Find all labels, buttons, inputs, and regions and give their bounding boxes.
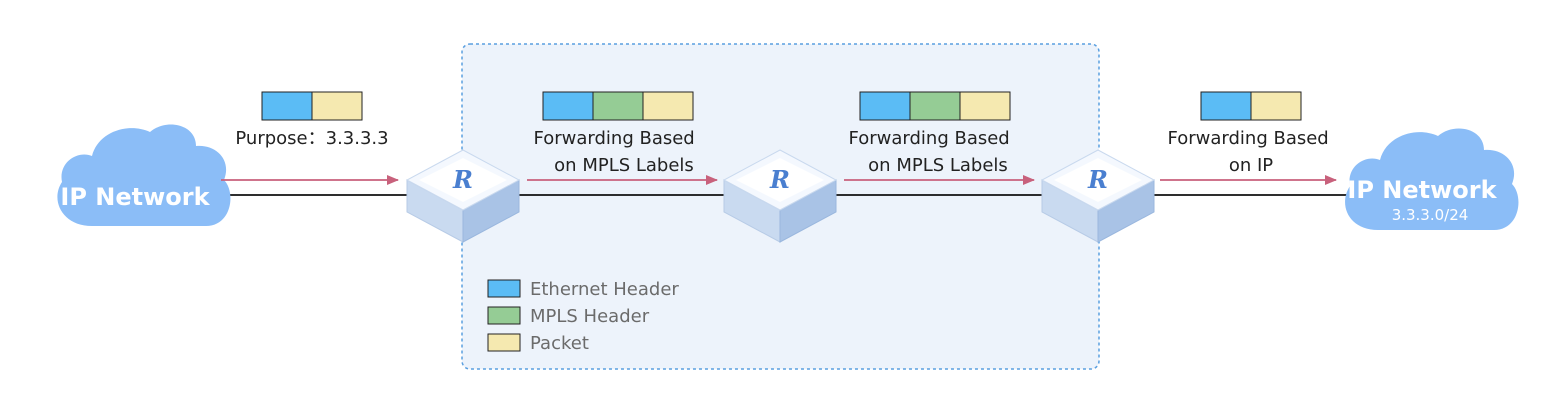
segment-1-label-line-1: Purpose：3.3.3.3	[235, 128, 388, 149]
legend-swatch-mpls	[487, 306, 521, 325]
segment-3-label: Forwarding Based on MPLS Labels	[849, 128, 1016, 176]
legend-swatch-packet	[487, 333, 521, 352]
packet-3-packet-cell	[959, 91, 1011, 121]
ip-network-cloud-left: IP Network	[57, 124, 231, 226]
legend-label-packet: Packet	[530, 333, 589, 354]
cloud-right-title: IP Network	[1347, 176, 1497, 204]
router-1-label: R	[452, 165, 473, 194]
packet-2-ethernet-cell	[542, 91, 594, 121]
cloud-left-title: IP Network	[60, 183, 210, 211]
router-2: R	[722, 149, 838, 243]
packet-2-mpls-cell	[592, 91, 644, 121]
packet-3-ethernet-cell	[859, 91, 911, 121]
router-3: R	[1040, 149, 1156, 243]
packet-4	[1200, 91, 1302, 121]
cloud-right-subnet: 3.3.3.0/24	[1392, 206, 1469, 224]
legend-label-ethernet: Ethernet Header	[530, 279, 679, 300]
packet-4-ethernet-cell	[1200, 91, 1252, 121]
router-2-label: R	[769, 165, 790, 194]
segment-4-label: Forwarding Based on IP	[1168, 128, 1335, 176]
legend-label-mpls: MPLS Header	[530, 306, 650, 327]
router-3-label: R	[1087, 165, 1108, 194]
packet-4-packet-cell	[1250, 91, 1302, 121]
segment-4-label-line-1: Forwarding Based	[1168, 128, 1329, 149]
packet-2-packet-cell	[642, 91, 694, 121]
legend: Ethernet Header MPLS Header Packet	[487, 279, 679, 354]
packet-1	[261, 91, 363, 121]
packet-1-ethernet-cell	[261, 91, 313, 121]
segment-2-label: Forwarding Based on MPLS Labels	[534, 128, 701, 176]
ip-network-cloud-right: IP Network 3.3.3.0/24	[1345, 128, 1519, 230]
packet-3-mpls-cell	[909, 91, 961, 121]
segment-2-label-line-2: on MPLS Labels	[554, 155, 694, 176]
legend-swatch-ethernet	[487, 279, 521, 298]
router-1: R	[405, 149, 521, 243]
segment-3-label-line-2: on MPLS Labels	[868, 155, 1008, 176]
packet-2	[542, 91, 694, 121]
segment-2-label-line-1: Forwarding Based	[534, 128, 695, 149]
packet-1-packet-cell	[311, 91, 363, 121]
segment-3-label-line-1: Forwarding Based	[849, 128, 1010, 149]
segment-4-label-line-2: on IP	[1229, 155, 1273, 176]
packet-3	[859, 91, 1011, 121]
segment-1-label: Purpose：3.3.3.3	[235, 128, 388, 149]
